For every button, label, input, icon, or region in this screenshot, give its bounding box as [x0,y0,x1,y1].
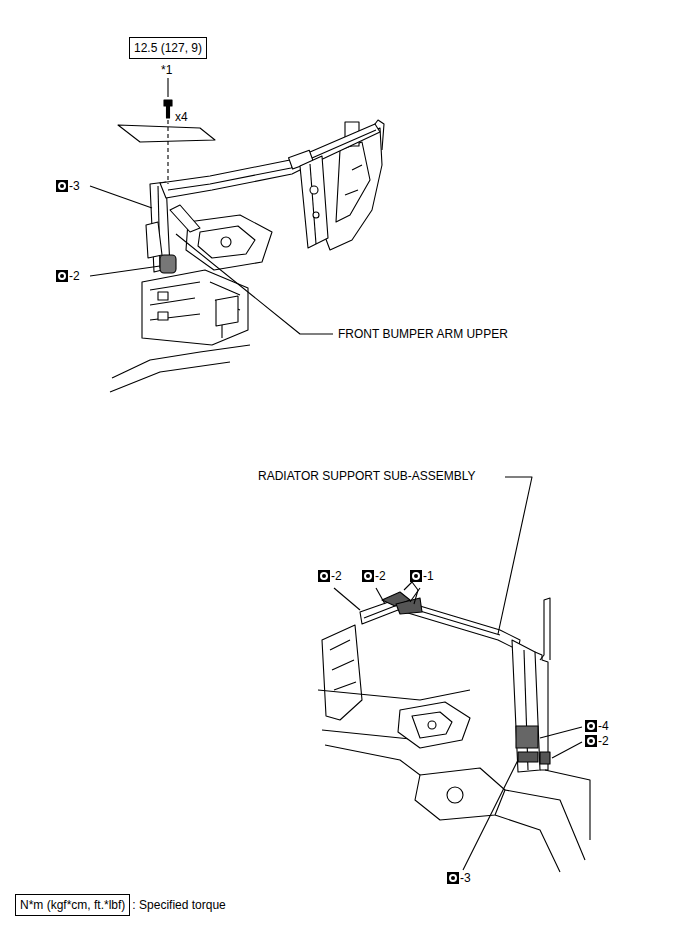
part-name: FRONT BUMPER ARM UPPER [338,327,508,341]
weld-symbol [585,720,597,732]
weld-number: -2 [69,269,80,283]
weld-symbol [447,872,459,884]
callout-number: x4 [175,110,188,124]
weld-symbol [318,570,330,582]
part-name: RADIATOR SUPPORT SUB-ASSEMBLY [258,469,476,483]
weld-number: -2 [331,569,342,583]
weld-symbol [410,570,422,582]
weld-number: -3 [69,179,80,193]
weld-symbol [56,180,68,192]
key-text: : Specified torque [130,895,225,915]
callout-number: *1 [161,63,172,77]
box-text: N*m (kgf*cm, ft.*lbf) [15,894,130,916]
weld-number: -4 [598,719,609,733]
weld-number: -3 [460,871,471,885]
weld-symbol [585,735,597,747]
weld-number: -2 [375,569,386,583]
weld-symbol [362,570,374,582]
box-text: 12.5 (127, 9) [129,37,207,59]
weld-number: -2 [598,734,609,748]
torque-box: 12.5 (127, 9) [129,37,207,59]
weld-number: -1 [423,569,434,583]
torque-key: N*m (kgf*cm, ft.*lbf): Specified torque [15,894,226,916]
weld-symbol [56,270,68,282]
